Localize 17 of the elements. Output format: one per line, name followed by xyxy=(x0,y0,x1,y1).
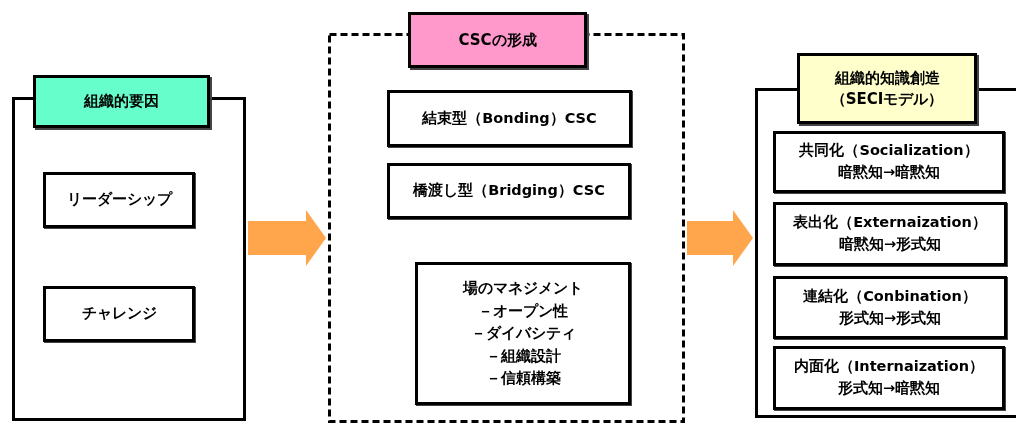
text-box: 場のマネジメント －オープン性 －ダイバシティ －組織設計 －信頼構築 xyxy=(415,262,631,405)
group-panel xyxy=(328,12,685,423)
text-box: 結束型（Bonding）CSC xyxy=(387,90,632,147)
text-box: 橋渡し型（Bridging）CSC xyxy=(387,163,631,219)
text-box: 表出化（Externaization） 暗黙知→形式知 xyxy=(773,202,1007,266)
heading-tab: 組織的知識創造（SECIモデル） xyxy=(797,53,977,124)
block-arrow xyxy=(248,210,326,266)
text-box: 連結化（Conbination） 形式知→形式知 xyxy=(773,276,1007,339)
heading-tab: CSCの形成 xyxy=(408,12,587,68)
group-panel xyxy=(12,75,246,421)
text-box: リーダーシップ xyxy=(43,172,195,228)
group-panel xyxy=(755,53,1016,418)
text-box: 共同化（Socialization） 暗黙知→暗黙知 xyxy=(773,131,1005,193)
block-arrow xyxy=(687,210,753,266)
text-box: 内面化（Internaization） 形式知→暗黙知 xyxy=(773,346,1005,410)
heading-tab: 組織的要因 xyxy=(33,75,210,128)
text-box: チャレンジ xyxy=(43,286,195,342)
